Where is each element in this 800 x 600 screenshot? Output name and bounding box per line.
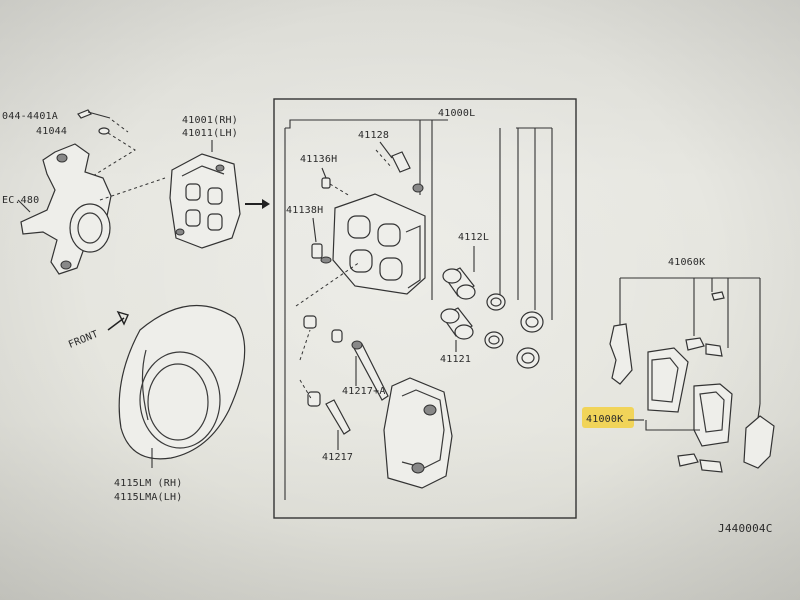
- dust-shield-drawing: [118, 305, 246, 460]
- label-slide-pin: 41217: [322, 452, 353, 463]
- label-dust-shield-lh: 4115LMA(LH): [114, 492, 182, 503]
- leader-pin-boot-top: [321, 167, 327, 179]
- pad-kit-leaders: [619, 277, 761, 404]
- inner-frame-top: [285, 119, 448, 129]
- drawing-code: J440004C: [718, 522, 773, 535]
- bleeder-screw-drawing: [375, 149, 424, 193]
- brake-pad-inner-drawing: [647, 347, 689, 413]
- label-front: FRONT: [67, 329, 100, 351]
- label-piston: 41121: [440, 354, 471, 365]
- shim-right-drawing: [743, 403, 775, 469]
- label-pin-boot-mid: 41138H: [286, 205, 323, 216]
- label-pad-kit: 41060K: [668, 257, 705, 268]
- label-caliper-assy-lh: 41011(LH): [182, 128, 238, 139]
- pad-set-highlight: [582, 407, 634, 428]
- label-piston-seal: 4112L: [458, 232, 489, 243]
- label-bleeder: 41128: [358, 130, 389, 141]
- label-washer-top-left: 41044: [36, 126, 67, 137]
- clip-top-drawing: [685, 291, 725, 357]
- brake-pad-outer-drawing: [693, 383, 733, 447]
- label-sec-ref: EC.480: [2, 195, 39, 206]
- piston-seals-drawing: [484, 293, 544, 369]
- label-dust-shield-rh: 4115LM (RH): [114, 478, 182, 489]
- label-pin-boot-top: 41136H: [300, 154, 337, 165]
- label-pad-set: 41000K: [586, 414, 623, 425]
- leader-pin-boot-mid: [312, 217, 317, 243]
- front-arrow-icon: [116, 310, 129, 326]
- shim-left-drawing: [609, 323, 633, 385]
- part-leaders-right: [419, 120, 553, 320]
- piston-upper-drawing: [442, 267, 476, 300]
- arrow-head-icon: [262, 199, 270, 209]
- piston-lower-drawing: [440, 307, 474, 340]
- caliper-assembly-drawing: [169, 153, 241, 249]
- pad-set-leader: [645, 420, 700, 431]
- pin-boot-mid-drawing: [311, 243, 332, 264]
- pin-boot-top-drawing: [321, 177, 351, 197]
- label-caliper-set: 41000L: [438, 108, 475, 119]
- knuckle-assembly: [17, 109, 166, 275]
- caliper-housing-drawing: [332, 193, 426, 295]
- label-bolt-top-left: 044-4401A: [2, 111, 58, 122]
- label-slide-pin-a: 41217+A: [342, 386, 386, 397]
- leader-bleeder: [379, 141, 393, 159]
- clip-bottom-drawing: [677, 453, 723, 473]
- caliper-set-frame: [273, 98, 577, 519]
- label-caliper-assy-rh: 41001(RH): [182, 115, 238, 126]
- slide-pin-drawing: [299, 379, 351, 435]
- slide-pin-a-drawing: [295, 261, 389, 401]
- caliper-bracket-drawing: [383, 377, 453, 489]
